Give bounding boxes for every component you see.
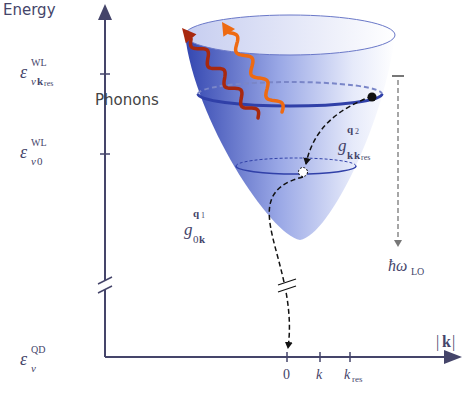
band-paraboloid xyxy=(185,35,395,240)
math-label: | xyxy=(436,334,439,350)
math-label: v xyxy=(31,156,36,167)
math-label: q xyxy=(347,124,353,135)
intermediate-state-dot xyxy=(299,168,308,177)
math-label: 0 xyxy=(193,234,199,245)
math-label: LO xyxy=(411,267,424,277)
math-label: res xyxy=(352,375,363,384)
math-label: q xyxy=(193,208,199,219)
math-label: k xyxy=(442,334,451,350)
k-ring xyxy=(236,166,356,174)
math-label: v xyxy=(31,76,36,87)
math-label: k xyxy=(199,234,205,245)
math-label: WL xyxy=(31,58,47,68)
math-label: 0 xyxy=(37,156,43,167)
phonon-arrowhead xyxy=(222,22,235,37)
phonon-arrowhead xyxy=(182,28,196,43)
math-label: ε xyxy=(20,143,27,161)
math-label: res xyxy=(44,80,53,88)
math-label: res xyxy=(361,154,370,162)
math-label: v xyxy=(31,363,36,374)
math-label: k xyxy=(347,150,353,161)
math-label: QD xyxy=(31,345,45,355)
math-label: ε xyxy=(20,63,27,81)
math-label: g xyxy=(338,137,347,154)
phonon-wave xyxy=(191,39,259,118)
math-label: k xyxy=(37,76,43,87)
math-label: WL xyxy=(31,138,47,148)
energy-axis xyxy=(104,14,106,357)
math-label: g xyxy=(184,221,193,238)
math-label: ħω xyxy=(388,258,407,274)
math-label: 0 xyxy=(283,368,290,382)
math-label: ε xyxy=(20,350,27,368)
math-label: | xyxy=(452,334,455,350)
phonon-wave xyxy=(229,33,283,112)
math-label: k xyxy=(354,150,360,161)
math-label: k xyxy=(344,368,350,382)
axis-title: Energy xyxy=(3,3,56,18)
k-axis xyxy=(105,356,448,358)
math-label: 1 xyxy=(201,212,205,220)
math-label: k xyxy=(316,368,322,382)
phonon-label: Phonons xyxy=(95,93,159,108)
math-label: 2 xyxy=(355,128,359,136)
